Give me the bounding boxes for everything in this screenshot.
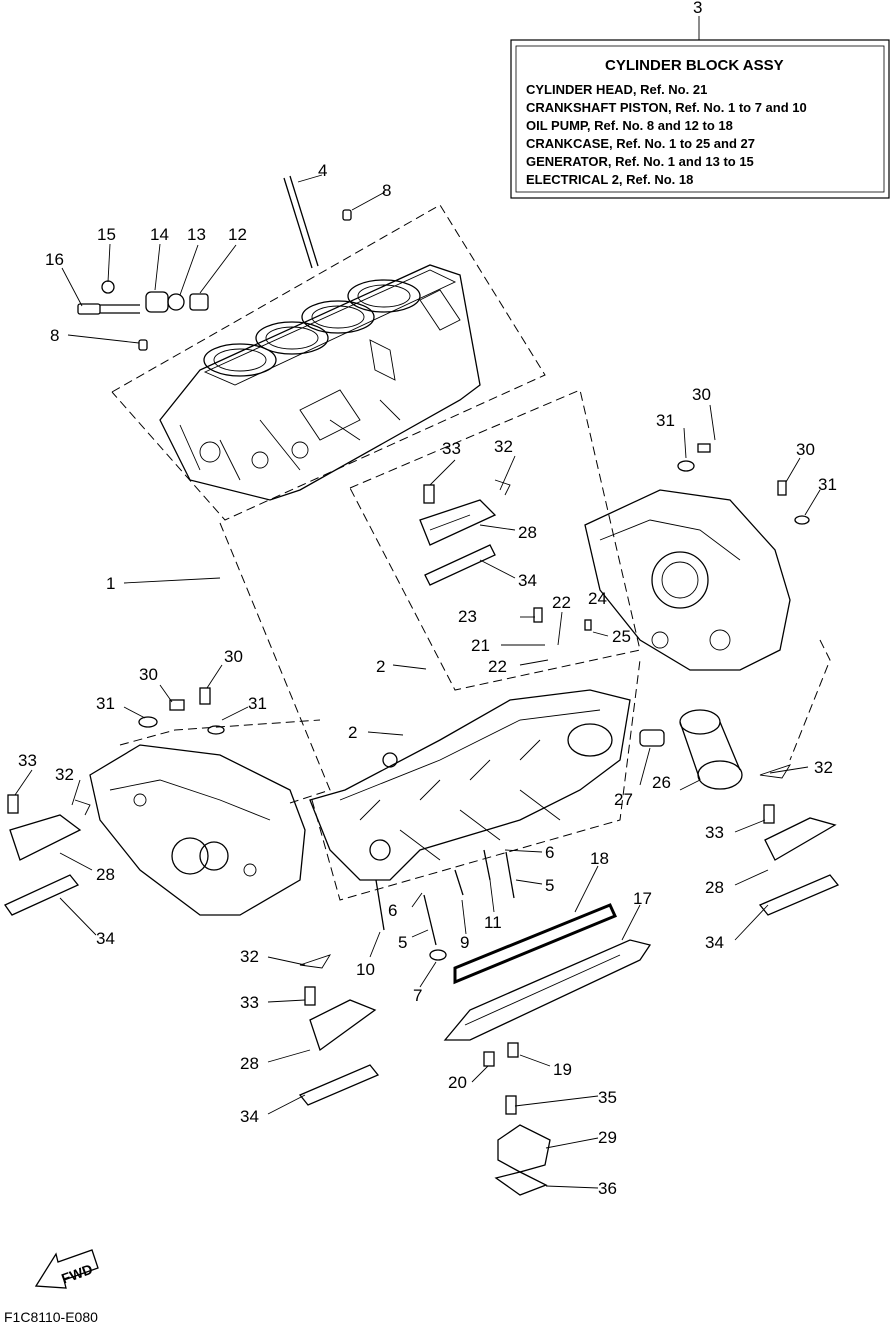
callout-7: 7 — [413, 986, 422, 1005]
callout-5: 5 — [545, 876, 554, 895]
callout-33: 33 — [442, 439, 461, 458]
fasteners — [7, 443, 810, 1115]
callout-33: 33 — [705, 823, 724, 842]
callout-8: 8 — [382, 181, 391, 200]
callout-9: 9 — [460, 933, 469, 952]
crankcase-cover-right — [584, 489, 791, 671]
callout-30: 30 — [692, 385, 711, 404]
fwd-label: FWD — [59, 1261, 94, 1287]
callout-21: 21 — [471, 636, 490, 655]
callout-23: 23 — [458, 607, 477, 626]
oil-pan-17 — [443, 939, 652, 1067]
callout-numbers: 4 8 12 13 14 15 16 8 1 2 2 6 5 6 5 7 9 1… — [18, 161, 837, 1198]
callout-10: 10 — [356, 960, 375, 979]
callout-22: 22 — [488, 657, 507, 676]
callout-30: 30 — [224, 647, 243, 666]
callout-28: 28 — [240, 1054, 259, 1073]
callout-14: 14 — [150, 225, 169, 244]
cylinder-block — [159, 264, 481, 501]
callout-32: 32 — [494, 437, 513, 456]
callout-34: 34 — [96, 929, 115, 948]
callout-2: 2 — [348, 723, 357, 742]
crankcase-cover-left — [89, 744, 306, 916]
leader-lines — [14, 174, 821, 1189]
callout-34: 34 — [240, 1107, 259, 1126]
callout-6: 6 — [388, 901, 397, 920]
callout-11: 11 — [484, 913, 502, 932]
callout-24: 24 — [588, 589, 607, 608]
callout-16: 16 — [45, 250, 64, 269]
engine-mounts — [4, 499, 840, 1106]
callout-8: 8 — [50, 326, 59, 345]
info-box-title: CYLINDER BLOCK ASSY — [605, 57, 784, 74]
callout-34: 34 — [705, 933, 724, 952]
callout-33: 33 — [18, 751, 37, 770]
info-box-ref: 3 — [693, 0, 702, 17]
callout-36: 36 — [598, 1179, 617, 1198]
callout-13: 13 — [187, 225, 206, 244]
callout-28: 28 — [518, 523, 537, 542]
oil-pan-gasket-18 — [453, 903, 618, 985]
callout-20: 20 — [448, 1073, 467, 1092]
cylinder-block-assy-box: 3 CYLINDER BLOCK ASSY CYLINDER HEAD, Ref… — [510, 0, 890, 199]
callout-35: 35 — [598, 1088, 617, 1107]
callout-31: 31 — [248, 694, 267, 713]
callout-4: 4 — [318, 161, 327, 180]
callout-34: 34 — [518, 571, 537, 590]
callout-32: 32 — [240, 947, 259, 966]
callout-19: 19 — [553, 1060, 572, 1079]
callout-17: 17 — [633, 889, 652, 908]
callout-28: 28 — [705, 878, 724, 897]
callout-1: 1 — [106, 574, 115, 593]
callout-33: 33 — [240, 993, 259, 1012]
callout-27: 27 — [614, 790, 633, 809]
callout-15: 15 — [97, 225, 116, 244]
callout-29: 29 — [598, 1128, 617, 1147]
callout-6: 6 — [545, 843, 554, 862]
callout-32: 32 — [55, 765, 74, 784]
callout-31: 31 — [656, 411, 675, 430]
info-line-5: GENERATOR, Ref. No. 1 and 13 to 15 — [526, 154, 754, 169]
fwd-arrow: FWD — [34, 1249, 99, 1289]
callout-31: 31 — [818, 475, 837, 494]
crankcase-bolts — [375, 849, 515, 961]
info-line-6: ELECTRICAL 2, Ref. No. 18 — [526, 172, 693, 187]
oil-filter-26 — [679, 709, 743, 790]
callout-2: 2 — [376, 657, 385, 676]
crankcase-half — [309, 689, 631, 881]
callout-30: 30 — [796, 440, 815, 459]
callout-26: 26 — [652, 773, 671, 792]
info-line-3: OIL PUMP, Ref. No. 8 and 12 to 18 — [526, 118, 733, 133]
info-line-1: CYLINDER HEAD, Ref. No. 21 — [526, 82, 707, 97]
callout-28: 28 — [96, 865, 115, 884]
assembly-outlines — [111, 204, 831, 901]
electrical-box-29 — [494, 1124, 551, 1196]
callout-25: 25 — [612, 627, 631, 646]
callout-12: 12 — [228, 225, 247, 244]
callout-31: 31 — [96, 694, 115, 713]
diagram-code: F1C8110-E080 — [4, 1309, 98, 1324]
oil-pump-fittings — [77, 209, 352, 351]
callout-32: 32 — [814, 758, 833, 777]
stud-4 — [283, 175, 319, 269]
info-line-2: CRANKSHAFT PISTON, Ref. No. 1 to 7 and 1… — [526, 100, 807, 115]
callout-18: 18 — [590, 849, 609, 868]
oil-fitting-27 — [639, 729, 665, 747]
info-line-4: CRANKCASE, Ref. No. 1 to 25 and 27 — [526, 136, 755, 151]
callout-22: 22 — [552, 593, 571, 612]
callout-5: 5 — [398, 933, 407, 952]
callout-30-label: 30 — [139, 665, 158, 684]
